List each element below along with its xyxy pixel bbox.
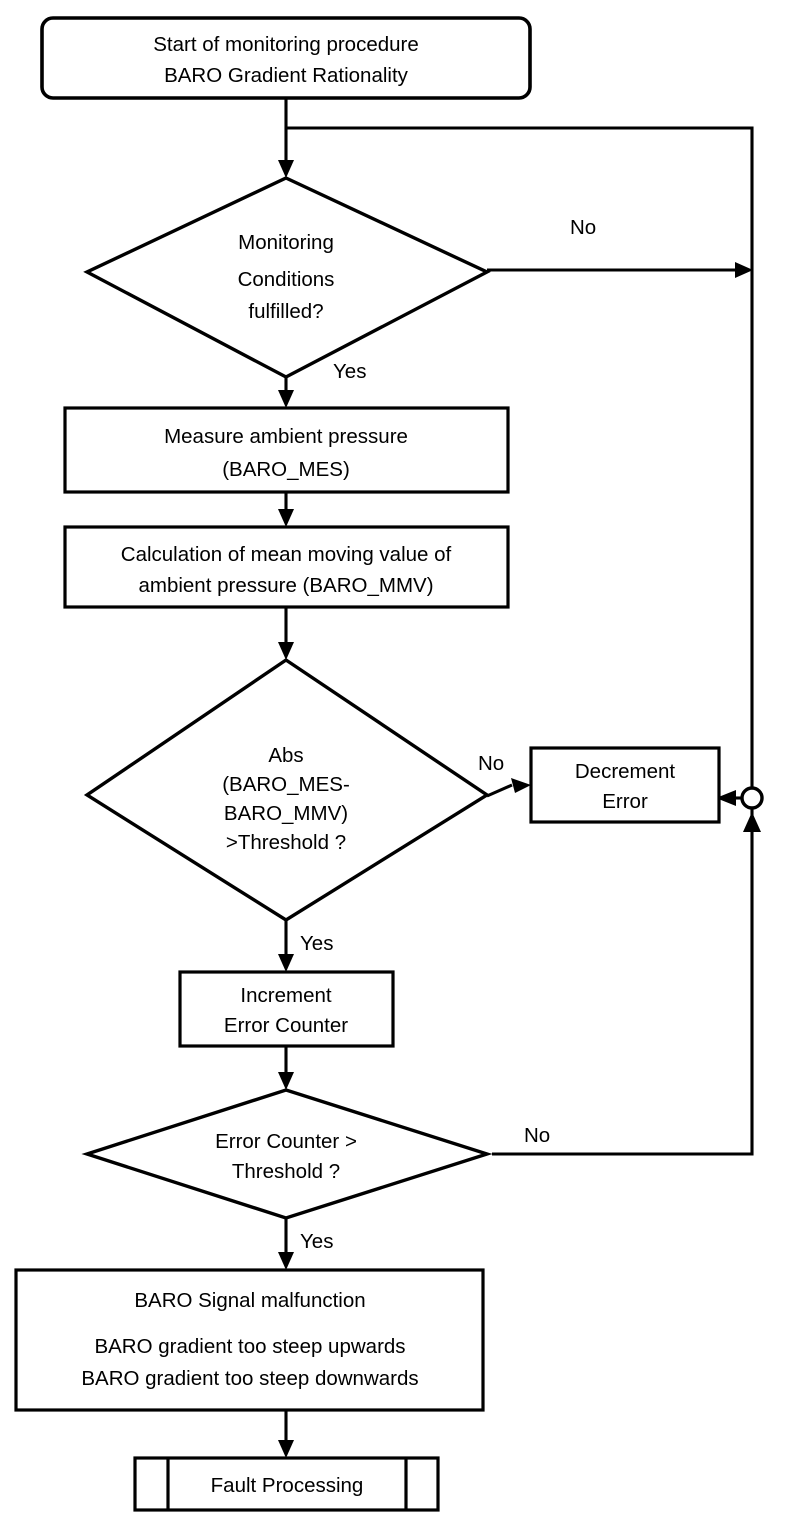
decision-monitoring-conditions-shape — [83, 176, 491, 379]
start-label-line2: BARO Gradient Rationality — [164, 64, 409, 87]
decision1-label-line2: Conditions — [238, 268, 335, 291]
node-decision-monitoring-conditions[interactable]: Monitoring Conditions fulfilled? — [83, 176, 491, 379]
arrow-head-into-junction-from-below — [743, 812, 761, 832]
decision3-label-line2: Threshold ? — [232, 1160, 340, 1183]
calculate-mean-moving-value-shape — [63, 525, 510, 609]
malfunction-label-line1: BARO Signal malfunction — [134, 1289, 365, 1312]
node-fault-processing[interactable]: Fault Processing — [133, 1456, 440, 1512]
branch-label-counter-yes: Yes — [300, 1230, 333, 1253]
connector-return-trunk-lower — [492, 809, 754, 1156]
decision2-label-line2: (BARO_MES- — [222, 773, 350, 796]
branch-label-threshold-no: No — [478, 752, 504, 775]
decision2-label-line3: BARO_MMV) — [224, 802, 348, 825]
measure-label-line1: Measure ambient pressure — [164, 425, 408, 448]
fault-processing-label: Fault Processing — [211, 1474, 364, 1497]
fault-processing-shape — [133, 1456, 440, 1512]
connector-decision2-no — [486, 783, 513, 798]
decision-error-counter-shape — [81, 1088, 493, 1220]
decrement-label-line2: Error — [602, 790, 648, 813]
branch-label-counter-no: No — [524, 1124, 550, 1147]
increment-label-line1: Increment — [240, 984, 331, 1007]
arrow-head-into-decision3 — [278, 1072, 294, 1090]
calculation-label-line2: ambient pressure (BARO_MMV) — [138, 574, 433, 597]
node-start[interactable]: Start of monitoring procedure BARO Gradi… — [40, 16, 532, 100]
arrow-head-into-measure — [278, 390, 294, 408]
decrement-error-shape — [529, 746, 721, 824]
decision1-label-line1: Monitoring — [238, 231, 334, 254]
node-baro-signal-malfunction[interactable]: BARO Signal malfunction BARO gradient to… — [14, 1268, 485, 1412]
arrow-head-into-fault-processing — [278, 1440, 294, 1458]
arrow-head-into-decision1 — [278, 160, 294, 178]
decision3-label-line1: Error Counter > — [215, 1130, 357, 1153]
connector-return-trunk-upper — [286, 126, 754, 787]
start-label-line1: Start of monitoring procedure — [153, 33, 419, 56]
arrow-head-into-decrement-right — [716, 790, 736, 806]
branch-label-threshold-yes: Yes — [300, 932, 333, 955]
increment-label-line2: Error Counter — [224, 1014, 348, 1037]
calculation-label-line1: Calculation of mean moving value of — [121, 543, 452, 566]
malfunction-label-line2: BARO gradient too steep upwards — [94, 1335, 405, 1358]
branch-label-monitoring-yes: Yes — [333, 360, 366, 383]
node-increment-error-counter[interactable]: Increment Error Counter — [178, 970, 395, 1048]
decision1-label-line3: fulfilled? — [248, 300, 323, 323]
decision-threshold-shape — [83, 657, 491, 923]
arrow-head-into-decision2 — [278, 642, 294, 660]
decision2-label-line1: Abs — [268, 744, 303, 767]
malfunction-label-line3: BARO gradient too steep downwards — [81, 1367, 418, 1390]
decision2-label-line4: >Threshold ? — [226, 831, 346, 854]
node-decision-threshold[interactable]: Abs (BARO_MES- BARO_MMV) >Threshold ? — [83, 657, 491, 923]
arrow-head-decision1-no — [735, 262, 753, 278]
baro-signal-malfunction-shape — [14, 1268, 485, 1412]
node-decrement-error[interactable]: Decrement Error — [529, 746, 721, 824]
start-shape — [40, 16, 532, 100]
arrow-head-decision2-no — [511, 778, 531, 793]
arrow-head-into-calculation — [278, 509, 294, 527]
increment-error-counter-shape — [178, 970, 395, 1048]
measure-ambient-pressure-shape — [63, 406, 510, 494]
decrement-label-line1: Decrement — [575, 760, 676, 783]
arrow-head-into-increment — [278, 954, 294, 972]
branch-label-monitoring-no: No — [570, 216, 596, 239]
node-decision-error-counter[interactable]: Error Counter > Threshold ? — [81, 1088, 493, 1220]
measure-label-line2: (BARO_MES) — [222, 458, 350, 481]
arrow-head-into-malfunction — [278, 1252, 294, 1270]
node-calculate-mean-moving-value[interactable]: Calculation of mean moving value of ambi… — [63, 525, 510, 609]
node-measure-ambient-pressure[interactable]: Measure ambient pressure (BARO_MES) — [63, 406, 510, 494]
junction-connector-circle — [740, 786, 764, 810]
